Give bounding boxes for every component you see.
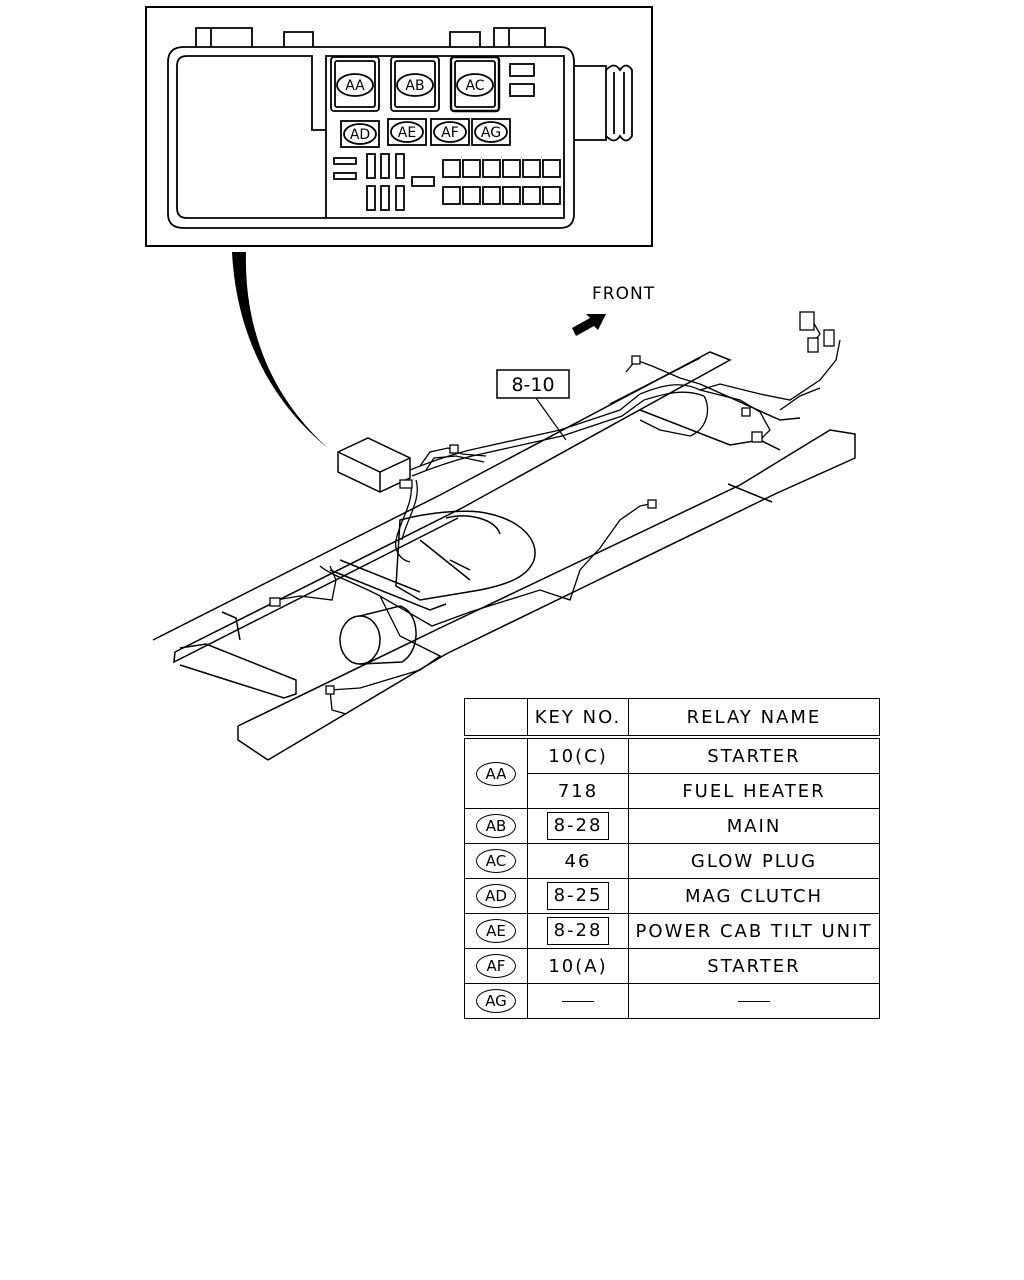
table-row: AG [464, 983, 880, 1019]
inset-label-ab: AB [405, 78, 424, 94]
key-no-ref: 8-25 [546, 882, 610, 910]
relay-id-badge: AG [476, 989, 516, 1013]
key-no: 10(C) [548, 745, 608, 767]
key-no-cell: 8-28 [527, 808, 629, 844]
row-id-cell: AE [464, 913, 528, 949]
relay-name: MAIN [726, 815, 782, 837]
relay-name-cell: FUEL HEATER [628, 773, 880, 809]
row-id-cell: AB [464, 808, 528, 844]
table-row: AC 46 GLOW PLUG [464, 843, 880, 879]
key-no-cell: 718 [527, 773, 629, 809]
key-no-cell [527, 983, 629, 1019]
table-row: 718 FUEL HEATER [465, 773, 880, 809]
key-no-cell: 10(C) [527, 736, 629, 774]
relay-name-cell: STARTER [628, 948, 880, 984]
table-row: AA 10(C) STARTER [464, 736, 880, 809]
relay-name-cell: GLOW PLUG [628, 843, 880, 879]
key-no-cell: 46 [527, 843, 629, 879]
relay-name: MAG CLUTCH [684, 885, 824, 907]
relay-name-cell [628, 983, 880, 1019]
harness-ref-box [496, 369, 570, 399]
wiring-harness [275, 319, 841, 715]
row-id-cell: AD [464, 878, 528, 914]
table-row: AE 8-28 POWER CAB TILT UNIT [464, 913, 880, 949]
header-relay-name: RELAY NAME [628, 698, 880, 739]
harness-ref-leader [535, 397, 567, 441]
relay-id-badge: AC [476, 849, 516, 873]
key-no-ref: 8-28 [546, 812, 610, 840]
key-no-cell: 8-25 [527, 878, 629, 914]
row-id-cell: AG [464, 983, 528, 1019]
relay-name-cell: MAG CLUTCH [628, 878, 880, 914]
inset-label-ad: AD [350, 127, 370, 143]
relay-box-unit [337, 437, 411, 493]
key-no: 718 [557, 780, 599, 802]
key-no: 46 [564, 850, 592, 872]
relay-id-badge: AA [476, 761, 516, 786]
relay-table: KEY NO. RELAY NAME AA 10(C) STARTER 718 … [464, 698, 880, 1019]
harness-connectors [269, 311, 835, 695]
relay-name: GLOW PLUG [690, 850, 818, 872]
header-key-no: KEY NO. [527, 698, 629, 739]
front-label: FRONT [592, 284, 655, 304]
inset-leader [232, 252, 328, 448]
key-no-cell: 8-28 [527, 913, 629, 949]
relay-name-cell: MAIN [628, 808, 880, 844]
table-row: AB 8-28 MAIN [464, 808, 880, 844]
row-id-cell: AC [464, 843, 528, 879]
inset-label-af: AF [441, 125, 459, 141]
relay-name: STARTER [707, 955, 801, 977]
key-no: 10(A) [548, 955, 608, 977]
table-header-row: KEY NO. RELAY NAME [464, 698, 880, 739]
table-row: AF 10(A) STARTER [464, 948, 880, 984]
fuel-tank [395, 510, 536, 601]
chassis-frame [152, 351, 856, 761]
key-no-cell: 10(A) [527, 948, 629, 984]
inset-label-ac: AC [465, 78, 484, 94]
air-tank [339, 605, 417, 665]
row-id-cell: AA [464, 736, 528, 809]
relay-name: POWER CAB TILT UNIT [635, 920, 873, 942]
inset-label-ae: AE [398, 125, 416, 141]
key-no-ref: 8-28 [546, 917, 610, 945]
relay-id-badge: AE [476, 919, 516, 943]
row-id-cell: AF [464, 948, 528, 984]
front-arrow-icon [572, 314, 606, 336]
header-id [464, 698, 528, 739]
relay-box-inset [145, 6, 653, 247]
relay-id-badge: AD [476, 884, 516, 908]
relay-name-cell: POWER CAB TILT UNIT [628, 913, 880, 949]
empty-dash [738, 1001, 770, 1002]
relay-name: FUEL HEATER [682, 780, 826, 802]
relay-id-badge: AF [476, 954, 516, 978]
relay-name: STARTER [707, 745, 801, 767]
relay-id-badge: AB [476, 814, 516, 838]
inset-label-aa: AA [345, 78, 365, 94]
relay-name-cell: STARTER [628, 736, 880, 774]
empty-dash [562, 1001, 594, 1002]
inset-label-ag: AG [481, 125, 501, 141]
harness-ref-label: 8-10 [511, 374, 554, 396]
table-row: AD 8-25 MAG CLUTCH [464, 878, 880, 914]
